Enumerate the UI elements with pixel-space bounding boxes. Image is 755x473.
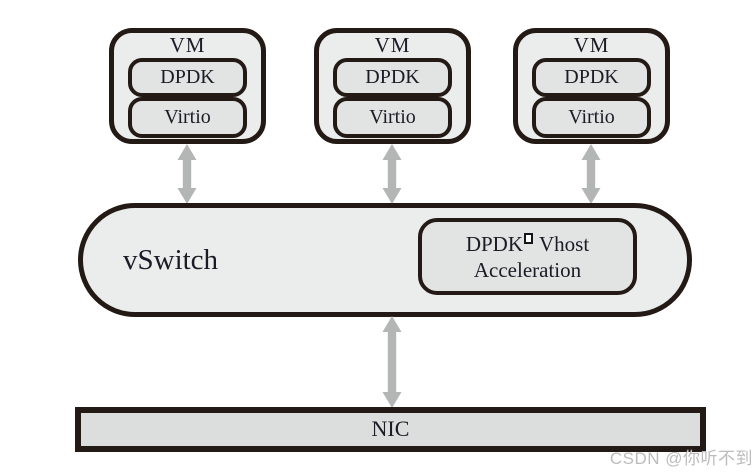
vm-label: VM [573,33,610,57]
vswitch-nic-link [382,316,402,408]
missing-glyph-box [524,232,533,244]
vm-box: VM DPDK Virtio [314,28,471,144]
nic-box: NIC [75,407,706,452]
virtio-layer-box: Virtio [532,97,651,138]
accel-line-1: DPDK Vhost [466,231,589,257]
vm-label: VM [374,33,411,57]
accel-word-vhost: Vhost [539,231,590,256]
dpdk-label: DPDK [160,66,215,88]
vm2-vswitch-link [382,144,402,204]
virtio-layer-box: Virtio [128,97,247,138]
dpdk-label: DPDK [564,66,619,88]
double-arrow-icon [382,144,402,204]
vm-box: VM DPDK Virtio [109,28,266,144]
double-arrow-icon [382,316,402,408]
double-arrow-icon [581,144,601,204]
accel-word-dpdk: DPDK [465,231,523,256]
virtio-label: Virtio [369,106,416,128]
dpdk-vhost-acceleration-box: DPDK Vhost Acceleration [418,218,637,295]
dpdk-layer-box: DPDK [532,58,651,97]
vm1-vswitch-link [177,144,197,204]
vswitch-label: vSwitch [123,243,219,276]
dpdk-layer-box: DPDK [333,58,452,97]
vm-label: VM [169,33,206,57]
nic-label: NIC [371,416,410,441]
vm-box: VM DPDK Virtio [513,28,670,144]
dpdk-label: DPDK [365,66,420,88]
vm3-vswitch-link [581,144,601,204]
dpdk-layer-box: DPDK [128,58,247,97]
csdn-watermark: CSDN @你听不到 [609,449,753,468]
virtio-label: Virtio [568,106,615,128]
double-arrow-icon [177,144,197,204]
virtio-layer-box: Virtio [333,97,452,138]
accel-line-2: Acceleration [473,257,582,282]
virtio-label: Virtio [164,106,211,128]
